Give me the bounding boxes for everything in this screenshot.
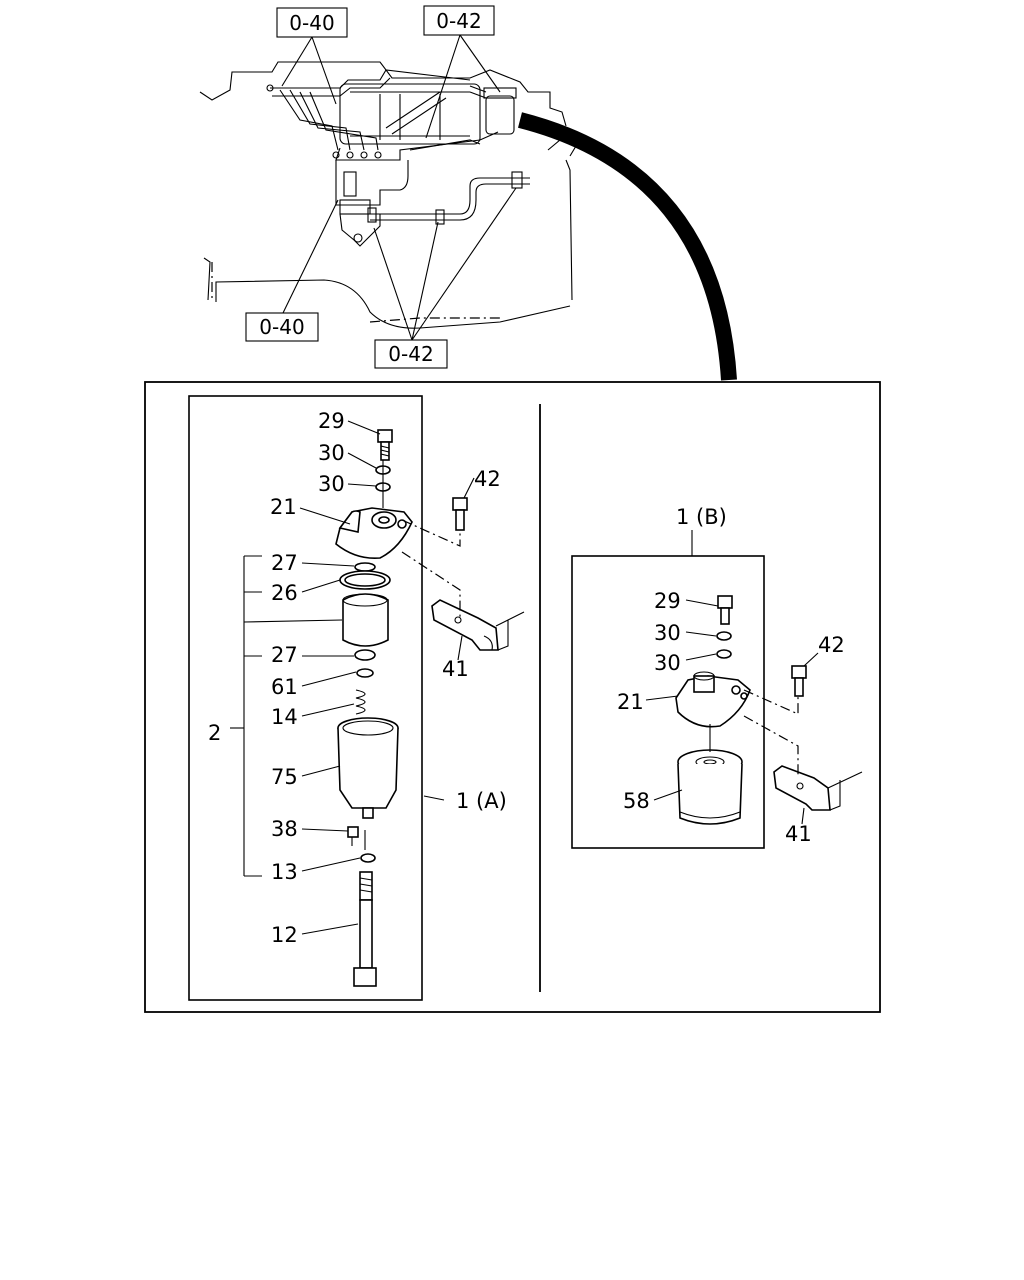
label-a-38: 38	[271, 817, 298, 841]
label-a-14: 14	[271, 705, 298, 729]
ref-box-bottom-left: 0-40	[245, 312, 319, 342]
variant-b-box	[571, 555, 765, 849]
label-b-41: 41	[785, 822, 812, 846]
variant-b-leaders	[645, 599, 819, 825]
label-a-27-lower: 27	[271, 643, 298, 667]
label-b-29: 29	[654, 589, 681, 613]
reference-leaders	[281, 34, 517, 341]
label-a-41: 41	[442, 657, 469, 681]
label-a-30-lower: 30	[318, 472, 345, 496]
variant-b-parts	[675, 595, 863, 825]
ref-label: 0-40	[259, 315, 304, 339]
label-a-13: 13	[271, 860, 298, 884]
label-b-30-lower: 30	[654, 651, 681, 675]
label-a-75: 75	[271, 765, 298, 789]
ref-box-top-left: 0-40	[276, 7, 348, 38]
ref-label: 0-40	[289, 11, 334, 35]
variant-a-leaders	[230, 420, 475, 935]
label-a-2: 2	[208, 721, 221, 745]
variant-a-box	[188, 395, 423, 1001]
label-a-30-upper: 30	[318, 441, 345, 465]
ref-box-bottom-right: 0-42	[374, 339, 448, 369]
variant-a-parts	[335, 429, 525, 987]
label-a-assembly: 1 (A)	[456, 789, 507, 813]
label-a-26: 26	[271, 581, 298, 605]
label-a-21: 21	[270, 495, 297, 519]
callout-arc	[518, 112, 737, 381]
label-b-42: 42	[818, 633, 845, 657]
label-a-29: 29	[318, 409, 345, 433]
label-b-30-upper: 30	[654, 621, 681, 645]
label-a-12: 12	[271, 923, 298, 947]
label-a-42: 42	[474, 467, 501, 491]
label-b-assembly: 1 (B)	[676, 505, 727, 529]
ref-box-top-right: 0-42	[423, 5, 495, 36]
ref-label: 0-42	[436, 9, 481, 33]
engine-overview	[199, 61, 577, 329]
label-b-58: 58	[623, 789, 650, 813]
label-b-21: 21	[617, 690, 644, 714]
ref-label: 0-42	[388, 342, 433, 366]
label-a-27-upper: 27	[271, 551, 298, 575]
detail-frame	[144, 381, 881, 1013]
label-a-61: 61	[271, 675, 298, 699]
